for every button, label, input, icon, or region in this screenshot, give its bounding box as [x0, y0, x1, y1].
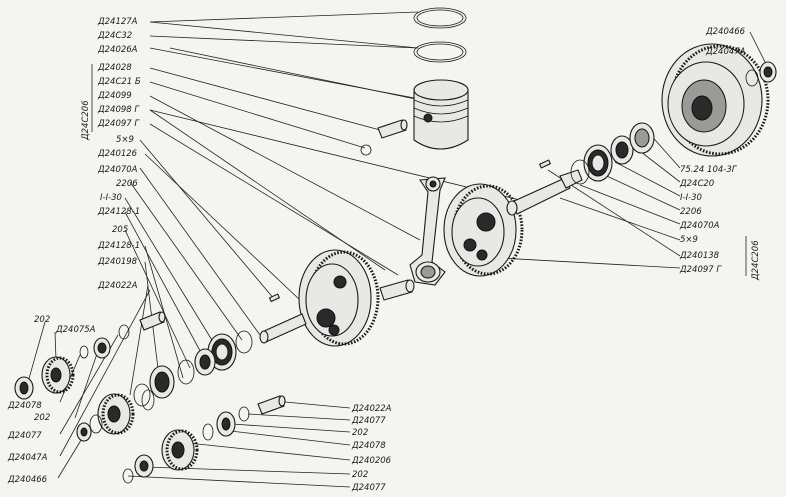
group-label-left: Д24С206: [81, 100, 91, 141]
piston-ring-upper: [413, 7, 467, 29]
sleeve-d24022a-left: [139, 311, 166, 331]
label-d24077-left: Д24077: [7, 431, 42, 441]
ring-snap-left-low: [141, 389, 155, 411]
gear-d24075a: [41, 356, 75, 394]
bearing-i-i-30-left: [194, 348, 216, 376]
label-75-24-104-3g: 75.24 104-3Г: [680, 165, 738, 175]
label-d24097g-right: Д24097 Г: [679, 265, 722, 275]
labels-bottom-left: 202 Д24075А Д24078 202 Д24077 Д24047А Д2…: [7, 315, 96, 485]
pin-circlip: [360, 144, 372, 156]
left-flywheel: [298, 249, 380, 347]
seal-left: [235, 330, 253, 354]
label-202-bottom: 202: [352, 470, 368, 480]
label-d24c20: Д24С20: [679, 179, 714, 189]
label-d240466-right: Д240466: [705, 27, 746, 37]
label-d24097g: Д24097 Г: [97, 119, 140, 129]
bearing-i-i-30-right: [610, 135, 634, 165]
bearing-d24078-left: [14, 376, 34, 400]
label-d24098g: Д24098 Г: [97, 105, 140, 115]
label-d240198: Д240198: [97, 257, 138, 267]
bearing-small-a: [93, 337, 111, 359]
label-d24077-bottom: Д24077: [351, 483, 386, 493]
labels-right: Д240466 Д24047А 75.24 104-3Г Д24С20 I-I-…: [679, 27, 761, 281]
labels-left: Д24127А Д24С32 Д24026А Д24028 Д24С21 Б Д…: [81, 17, 141, 291]
circlip-small-a: [79, 345, 89, 359]
label-202-a: 202: [34, 315, 50, 325]
label-2206: 2206: [116, 179, 138, 189]
key-left: [268, 293, 281, 303]
label-d24070a: Д24070А: [97, 165, 138, 175]
gear-d24077-left: [97, 393, 135, 435]
label-d24127a: Д24127А: [97, 17, 138, 27]
gear-d240206: [161, 429, 199, 471]
ring-d24077-bottom: [122, 468, 134, 484]
label-i-i-30: I-I-30: [100, 193, 122, 203]
bearing-d24c20: [629, 122, 655, 154]
label-d240206: Д240206: [351, 456, 392, 466]
label-d24c21b: Д24С21 Б: [97, 77, 141, 87]
bearing-lower-right: [134, 454, 154, 478]
label-key-5x9: 5×9: [116, 135, 134, 145]
label-d24099: Д24099: [97, 91, 132, 101]
piston: [413, 79, 469, 150]
connecting-rod: [409, 176, 446, 286]
label-d24047a-left: Д24047А: [7, 453, 48, 463]
bearing-205-left: [149, 365, 175, 399]
label-d24c32: Д24С32: [97, 31, 132, 41]
label-d24077-right: Д24077: [351, 416, 386, 426]
label-d240126: Д240126: [97, 149, 138, 159]
label-d24128-1-a: Д24128-1: [97, 207, 140, 217]
washer-d24047a-right: [745, 69, 759, 87]
label-d24047a-right: Д24047А: [705, 47, 746, 57]
bearing-d24078-right: [216, 411, 236, 437]
label-d24078-left: Д24078: [7, 401, 42, 411]
label-d24070a-right: Д24070А: [679, 221, 720, 231]
label-d24026a: Д24026А: [97, 45, 138, 55]
circlip-left-upper: [118, 324, 130, 340]
label-d24128-1-b: Д24128-1: [97, 241, 140, 251]
piston-ring-lower: [413, 41, 467, 63]
label-d240466-left: Д240466: [7, 475, 48, 485]
piston-pin: [377, 119, 408, 139]
sleeve-d24022a-right: [257, 395, 286, 415]
label-202-b: 202: [34, 413, 50, 423]
bearing-2206-right: [583, 144, 613, 182]
label-5x9-right: 5×9: [680, 235, 698, 245]
nut-d240466-right: [759, 61, 777, 83]
seal-right: [570, 159, 590, 185]
label-d24022a-right: Д24022А: [351, 404, 392, 414]
large-flywheel-right: [661, 43, 770, 157]
ring-202-right: [202, 423, 214, 441]
washer-d24047a-left: [76, 422, 92, 442]
labels-bottom-right: Д24022А Д24077 202 Д24078 Д240206 202 Д2…: [351, 404, 392, 493]
label-d240138: Д240138: [679, 251, 720, 261]
label-205: 205: [112, 225, 128, 235]
label-d24028: Д24028: [97, 63, 132, 73]
ring-202-left: [89, 414, 103, 434]
left-main-shaft: [259, 313, 307, 344]
label-2206-right: 2206: [680, 207, 702, 217]
label-i-i-30-right: I-I-30: [680, 193, 702, 203]
snap-ring-left: [177, 359, 195, 385]
label-d24022a: Д24022А: [97, 281, 138, 291]
ring-d24128-left: [133, 383, 151, 407]
key-right: [538, 159, 552, 169]
label-202-right: 202: [352, 428, 368, 438]
group-label-right: Д24С206: [751, 240, 761, 281]
right-crank-shaft: [506, 169, 583, 216]
label-d24078-right: Д24078: [351, 441, 386, 451]
crank-pin: [379, 279, 415, 301]
label-d24075a: Д24075А: [55, 325, 96, 335]
ring-d24077-right: [238, 406, 250, 422]
right-flywheel: [443, 183, 524, 277]
